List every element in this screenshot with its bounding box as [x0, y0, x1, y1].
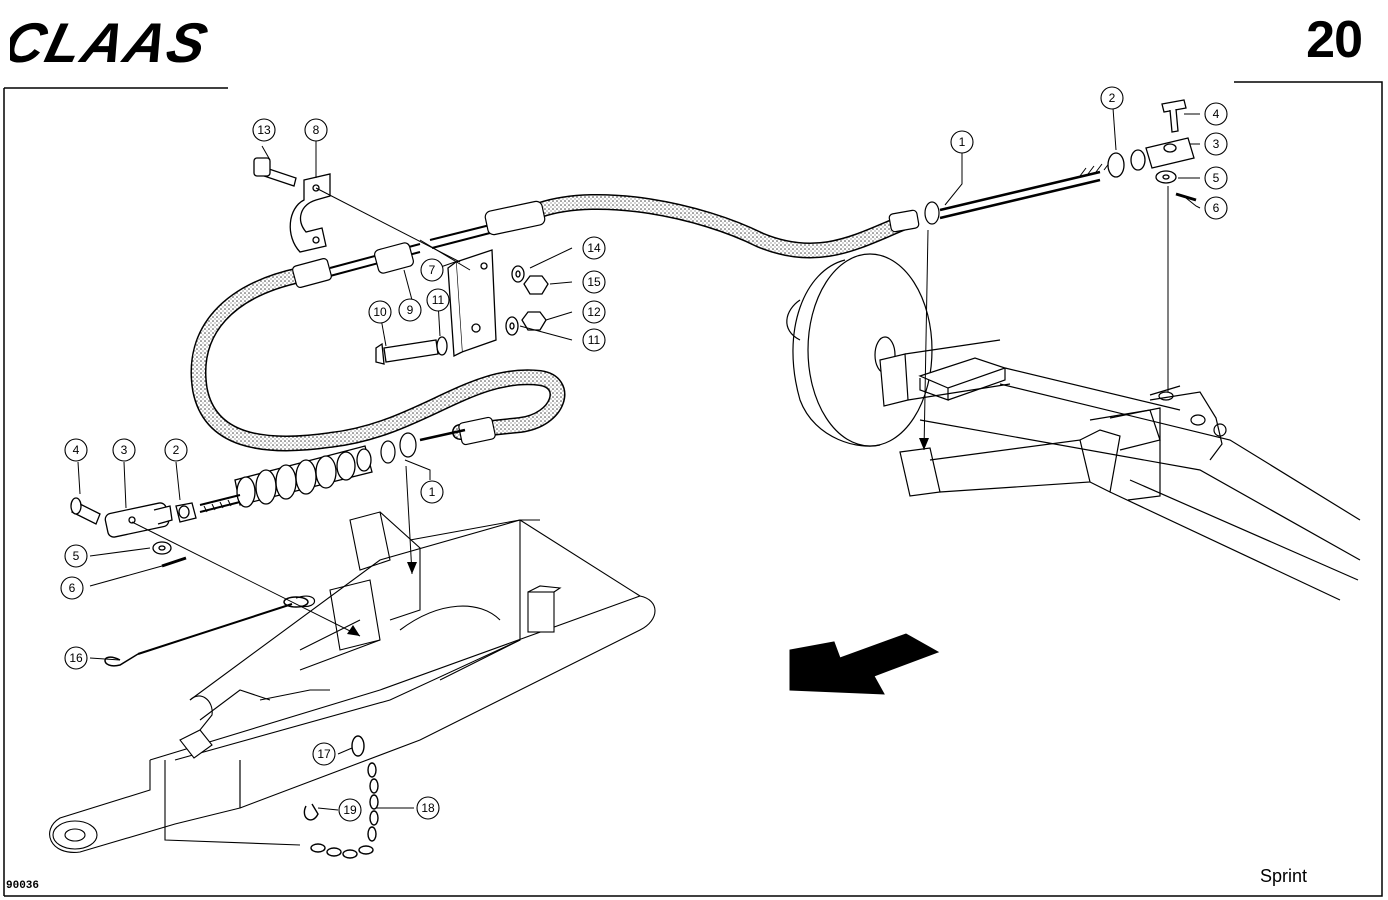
callout-15: 15: [582, 270, 606, 294]
svg-text:4: 4: [1213, 107, 1220, 121]
direction-arrow: [789, 633, 940, 695]
claas-logo: CLAAS: [10, 14, 215, 72]
callout-16: 16: [64, 646, 88, 670]
svg-text:17: 17: [317, 747, 331, 761]
svg-text:10: 10: [373, 305, 387, 319]
svg-text:13: 13: [257, 123, 271, 137]
svg-text:1: 1: [429, 485, 436, 499]
page-number: 20: [1306, 11, 1363, 69]
callout-10: 10: [368, 300, 392, 324]
svg-text:11: 11: [588, 333, 601, 347]
callout-2-left: 2: [164, 438, 188, 462]
model-name: Sprint: [1260, 866, 1308, 886]
callout-5-left: 5: [64, 544, 88, 568]
drawbar-frame: [49, 511, 656, 853]
callout-4-left: 4: [64, 438, 88, 462]
callout-17: 17: [312, 742, 336, 766]
callout-4-right: 4: [1204, 102, 1228, 126]
rubber-boot: [199, 445, 373, 513]
svg-text:16: 16: [69, 651, 83, 665]
svg-text:9: 9: [407, 303, 414, 317]
svg-text:5: 5: [1213, 171, 1220, 185]
svg-text:2: 2: [1109, 91, 1116, 105]
brand-wordmark: CLAAS: [10, 14, 215, 72]
left-clevis-parts: [70, 497, 197, 568]
callout-5-right: 5: [1204, 166, 1228, 190]
callout-11b: 11: [582, 328, 606, 352]
svg-text:15: 15: [587, 275, 601, 289]
svg-text:4: 4: [73, 443, 80, 457]
callout-19: 19: [338, 798, 362, 822]
safety-cable-16: [104, 595, 316, 667]
callout-3-left: 3: [112, 438, 136, 462]
svg-text:19: 19: [343, 803, 357, 817]
svg-text:14: 14: [587, 241, 601, 255]
callout-1-right: 1: [950, 130, 974, 154]
callout-2-right: 2: [1100, 86, 1124, 110]
callout-8: 8: [304, 118, 328, 142]
axle-wheel-assembly: [786, 253, 1361, 601]
svg-text:2: 2: [173, 443, 180, 457]
callout-9: 9: [398, 298, 422, 322]
callout-3-right: 3: [1204, 132, 1228, 156]
svg-text:11: 11: [432, 293, 445, 307]
svg-text:6: 6: [1213, 201, 1220, 215]
callout-11a: 11: [426, 288, 450, 312]
svg-text:5: 5: [73, 549, 80, 563]
svg-text:1: 1: [959, 135, 966, 149]
part-callouts: 13 8 7 9 10 11 14 15 12 11 1 2 4 3 5 6 1…: [60, 86, 1228, 822]
callout-1-left: 1: [420, 480, 444, 504]
callout-13: 13: [252, 118, 276, 142]
chain-18: [303, 735, 379, 859]
svg-text:8: 8: [313, 123, 320, 137]
leader-arrowheads: [347, 438, 929, 636]
callout-6-left: 6: [60, 576, 84, 600]
svg-text:3: 3: [1213, 137, 1220, 151]
leader-lines: [77, 107, 1201, 811]
right-clevis-parts: [1107, 99, 1197, 202]
drawing-frame: [3, 81, 1383, 897]
callout-18: 18: [416, 796, 440, 820]
callout-6-right: 6: [1204, 196, 1228, 220]
svg-text:7: 7: [429, 263, 436, 277]
svg-text:12: 12: [587, 305, 601, 319]
mounting-plate-7: [375, 249, 549, 365]
drawing-code: 90036: [6, 880, 40, 892]
cable-bracket-8: [253, 157, 331, 253]
svg-text:3: 3: [121, 443, 128, 457]
svg-text:6: 6: [69, 581, 76, 595]
callout-7: 7: [420, 258, 444, 282]
callout-12: 12: [582, 300, 606, 324]
svg-text:18: 18: [421, 801, 435, 815]
brake-cable: [190, 161, 1111, 464]
callout-14: 14: [582, 236, 606, 260]
